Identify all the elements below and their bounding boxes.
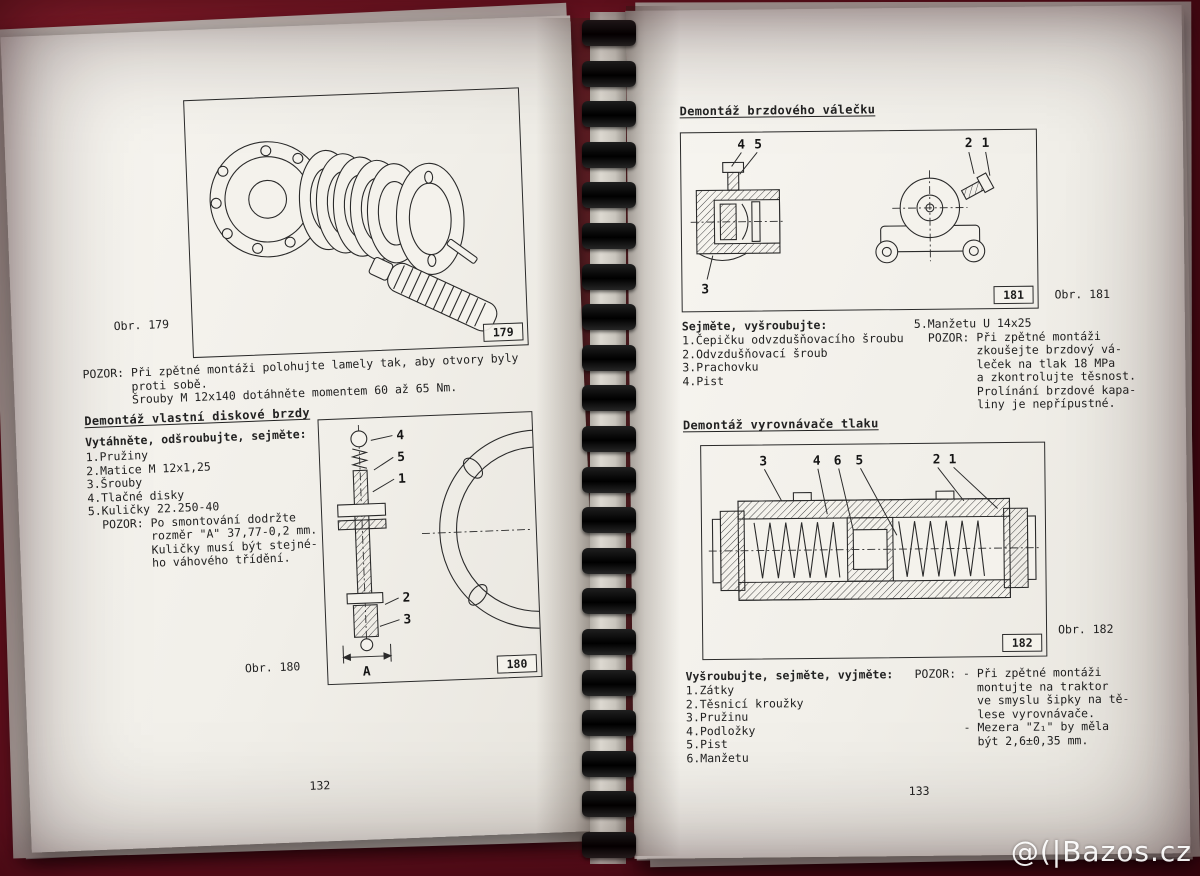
fig181-callout-3: 3 <box>701 282 709 297</box>
fig182-callout-3: 3 <box>759 454 767 469</box>
parts-list-brake-cylinder: 1.Čepičku odvzdušňovacího šroubu 2.Odvzd… <box>681 331 904 388</box>
section-heading-disc-brake: Demontáž vlastní diskové brzdy <box>84 405 311 429</box>
binding-tooth <box>582 101 636 128</box>
section-heading-brake-cylinder: Demontáž brzdového válečku <box>679 102 876 119</box>
fig182-callout-4: 4 <box>813 454 821 469</box>
comb-binding <box>582 20 636 858</box>
fig180-callout-1: 1 <box>398 472 407 487</box>
fig181-callout-1: 1 <box>982 136 990 151</box>
fig181-callout-4: 4 <box>737 138 745 153</box>
page-number-left: 132 <box>309 778 331 793</box>
binding-tooth <box>582 222 636 249</box>
binding-tooth <box>582 263 636 290</box>
figure-182-frame: 3 4 6 5 2 1 182 <box>700 441 1048 661</box>
binding-tooth <box>582 141 636 168</box>
section-heading-pressure-compensator: Demontáž vyrovnávače tlaku <box>682 416 879 433</box>
fig182-pressure-compensator-drawing: 3 4 6 5 2 1 <box>708 452 1039 601</box>
left-page: 179 Obr. 179 POZOR: Při zpětné montáži p… <box>0 15 602 853</box>
figure-182-number-box: 182 <box>1002 633 1043 653</box>
pozor-note-lamely: POZOR: Při zpětné montáži polohujte lame… <box>82 350 519 409</box>
parts-list-disc-brake: 1.Pružiny 2.Matice M 12x1,25 3.Šrouby 4.… <box>85 447 318 573</box>
fig180-disc-brake-section-drawing: 4 5 1 2 3 A <box>337 424 542 680</box>
binding-tooth <box>582 304 636 331</box>
figure-180-frame: 4 5 1 2 3 A 180 <box>317 411 543 686</box>
binding-tooth <box>582 791 636 818</box>
binding-tooth <box>582 182 636 209</box>
fig180-callout-4: 4 <box>396 428 405 443</box>
binding-tooth <box>582 750 636 777</box>
pozor-note-pressure-compensator: POZOR: - Při zpětné montáži montujte na … <box>914 664 1130 749</box>
watermark-icon: @(| <box>1010 835 1063 868</box>
binding-tooth <box>582 831 636 858</box>
watermark-text: Bazos.cz <box>1062 835 1192 868</box>
fig182-callout-1: 1 <box>949 452 957 467</box>
section-intro-pressure-compensator: Vyšroubujte, sejměte, vyjměte: <box>685 667 894 684</box>
binding-tooth <box>582 425 636 452</box>
figure-179-frame: 179 <box>183 87 529 359</box>
fig182-callout-6: 6 <box>834 454 842 469</box>
figure-181-caption: Obr. 181 <box>1054 286 1111 302</box>
figure-179-caption: Obr. 179 <box>113 316 170 334</box>
fig181-brake-cylinder-drawing: 4 5 3 2 1 <box>690 136 995 297</box>
binding-tooth <box>582 466 636 493</box>
fig182-callout-2: 2 <box>933 452 941 467</box>
figure-182-caption: Obr. 182 <box>1058 621 1114 637</box>
binding-tooth <box>582 710 636 737</box>
binding-tooth <box>582 344 636 371</box>
binding-tooth <box>582 60 636 87</box>
parts-list-pressure-compensator: 1.Zátky 2.Těsnicí kroužky 3.Pružinu 4.Po… <box>685 682 804 765</box>
fig181-callout-5: 5 <box>754 137 762 152</box>
parts-list-brake-cylinder-right: 5.Manžetu U 14x25 POZOR: Při zpětné mont… <box>913 315 1137 412</box>
right-page: Demontáž brzdového válečku <box>625 5 1191 859</box>
binding-tooth <box>582 669 636 696</box>
figure-180-caption: Obr. 180 <box>244 659 301 676</box>
page-number-right: 133 <box>908 783 930 799</box>
watermark: @(|Bazos.cz <box>1011 835 1192 868</box>
figure-181-number-box: 181 <box>993 285 1034 305</box>
fig180-callout-5: 5 <box>397 450 405 465</box>
figure-179-number-box: 179 <box>482 322 524 342</box>
fig181-callout-2: 2 <box>965 136 973 151</box>
fig179-exploded-disc-brake-drawing <box>209 141 498 332</box>
fig182-callout-5: 5 <box>855 453 863 468</box>
binding-tooth <box>582 628 636 655</box>
fig180-callout-2: 2 <box>402 590 410 605</box>
binding-tooth <box>582 547 636 574</box>
fig180-dimension-a-label: A <box>363 664 372 679</box>
binding-tooth <box>582 507 636 534</box>
binding-tooth <box>582 588 636 615</box>
figure-181-frame: 4 5 3 2 1 181 <box>679 128 1039 313</box>
figure-180-number-box: 180 <box>496 654 538 674</box>
fig180-callout-3: 3 <box>403 612 411 627</box>
binding-tooth <box>582 20 636 46</box>
binding-tooth <box>582 385 636 412</box>
